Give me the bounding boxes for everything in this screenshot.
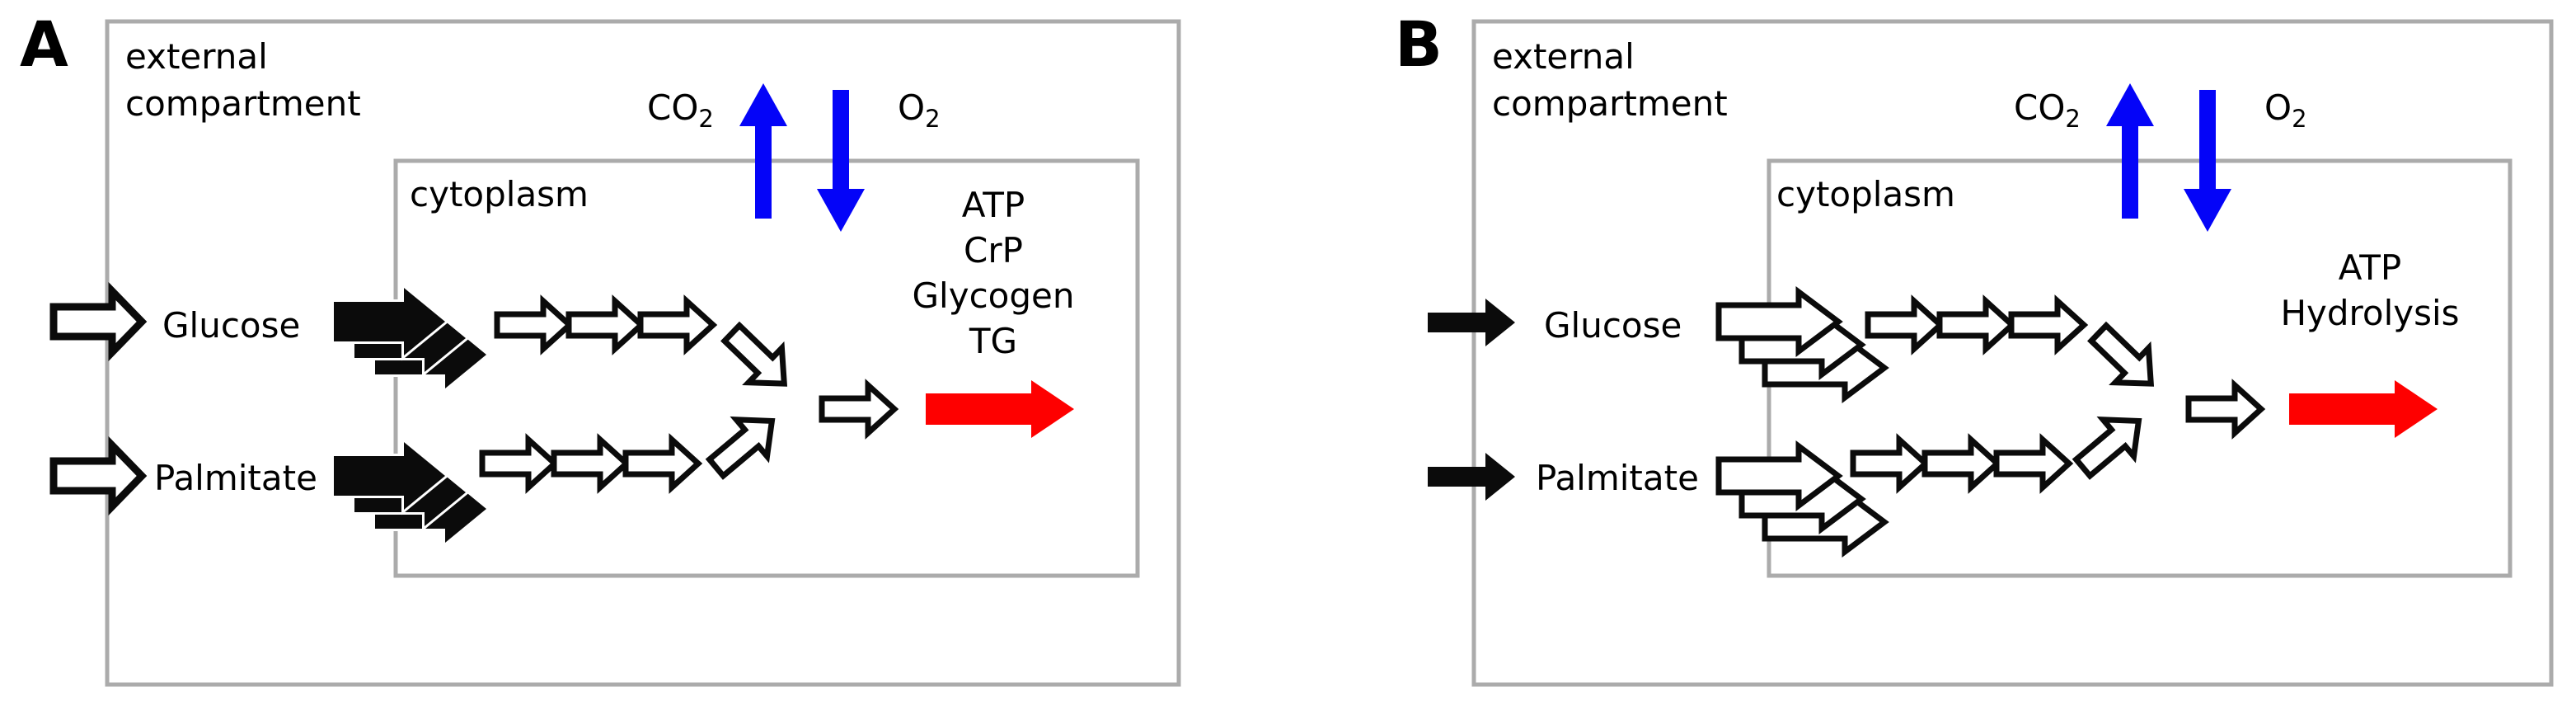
palmitate-merge-arrow-a [701, 402, 787, 486]
external-compartment-label-a-line2: compartment [125, 83, 361, 124]
external-compartment-label-b-line1: external [1492, 36, 1635, 77]
palmitate-pathway-step-a-3 [626, 440, 698, 487]
co2-efflux-arrow-a [739, 83, 787, 219]
palmitate-pathway-step-b-1 [1853, 440, 1926, 487]
glucose-uptake-arrow-b [1428, 299, 1515, 346]
palmitate-label-a: Palmitate [154, 458, 317, 498]
glucose-pathway-step-a-1 [497, 301, 570, 349]
output-flux-arrow-b [2289, 380, 2438, 438]
output-flux-arrow-a [926, 380, 1074, 438]
glucose-pathway-step-a-2 [569, 301, 641, 349]
co2-efflux-arrow-b [2106, 83, 2154, 219]
palmitate-pathway-step-a-1 [482, 440, 555, 487]
o2-base-b: O [2264, 87, 2292, 128]
external-compartment-label-b-line2: compartment [1492, 83, 1728, 124]
co2-label-a: CO2 [647, 85, 714, 142]
o2-sub-a: 2 [925, 105, 941, 133]
glucose-merge-arrow-a [716, 316, 801, 401]
panel-letter-b: B [1395, 7, 1443, 81]
outputs-label-a: ATP CrP Glycogen TG [870, 182, 1117, 364]
o2-base-a: O [898, 87, 926, 128]
outputs-label-b: ATP Hydrolysis [2246, 245, 2494, 336]
glucose-label-b: Glucose [1544, 305, 1682, 346]
common-pathway-arrow-a [822, 385, 894, 433]
glucose-pathway-step-b-1 [1868, 301, 1940, 349]
palmitate-pathway-step-b-3 [1997, 440, 2069, 487]
palmitate-pathway-step-a-2 [554, 440, 626, 487]
output-a-2: CrP [964, 230, 1023, 271]
output-a-4: TG [969, 321, 1018, 361]
panel-letter-a: A [20, 7, 68, 81]
common-pathway-arrow-b [2189, 385, 2261, 433]
output-b-2: Hydrolysis [2280, 293, 2460, 333]
glucose-pathway-step-b-2 [1940, 301, 2012, 349]
output-a-1: ATP [961, 185, 1025, 225]
palmitate-pathway-step-b-2 [1925, 440, 1997, 487]
external-compartment-box-b [1471, 19, 2554, 687]
o2-sub-b: 2 [2292, 105, 2307, 133]
external-compartment-label-a-line1: external [125, 36, 268, 77]
output-b-1: ATP [2338, 247, 2402, 288]
glucose-uptake-arrow-a [54, 291, 142, 352]
cytoplasm-label-a: cytoplasm [410, 174, 589, 214]
palmitate-merge-arrow-b [2067, 402, 2154, 486]
glucose-label-a: Glucose [162, 305, 301, 346]
o2-label-b: O2 [2264, 85, 2307, 142]
external-compartment-label-b: external compartment [1492, 33, 1728, 127]
co2-sub-b: 2 [2065, 105, 2081, 133]
co2-base-a: CO [647, 87, 699, 128]
external-compartment-box-a [105, 19, 1181, 687]
glucose-pathway-step-b-3 [2011, 301, 2084, 349]
palmitate-uptake-arrow-b [1428, 453, 1515, 501]
co2-label-b: CO2 [2014, 85, 2081, 142]
output-a-3: Glycogen [912, 275, 1075, 316]
co2-sub-a: 2 [698, 105, 714, 133]
palmitate-uptake-arrow-a [54, 445, 142, 506]
external-compartment-label-a: external compartment [125, 33, 361, 127]
glucose-merge-arrow-b [2082, 316, 2168, 401]
o2-label-a: O2 [898, 85, 941, 142]
cytoplasm-label-b: cytoplasm [1776, 174, 1955, 214]
palmitate-label-b: Palmitate [1536, 458, 1699, 498]
co2-base-b: CO [2014, 87, 2066, 128]
glucose-pathway-step-a-3 [640, 301, 713, 349]
